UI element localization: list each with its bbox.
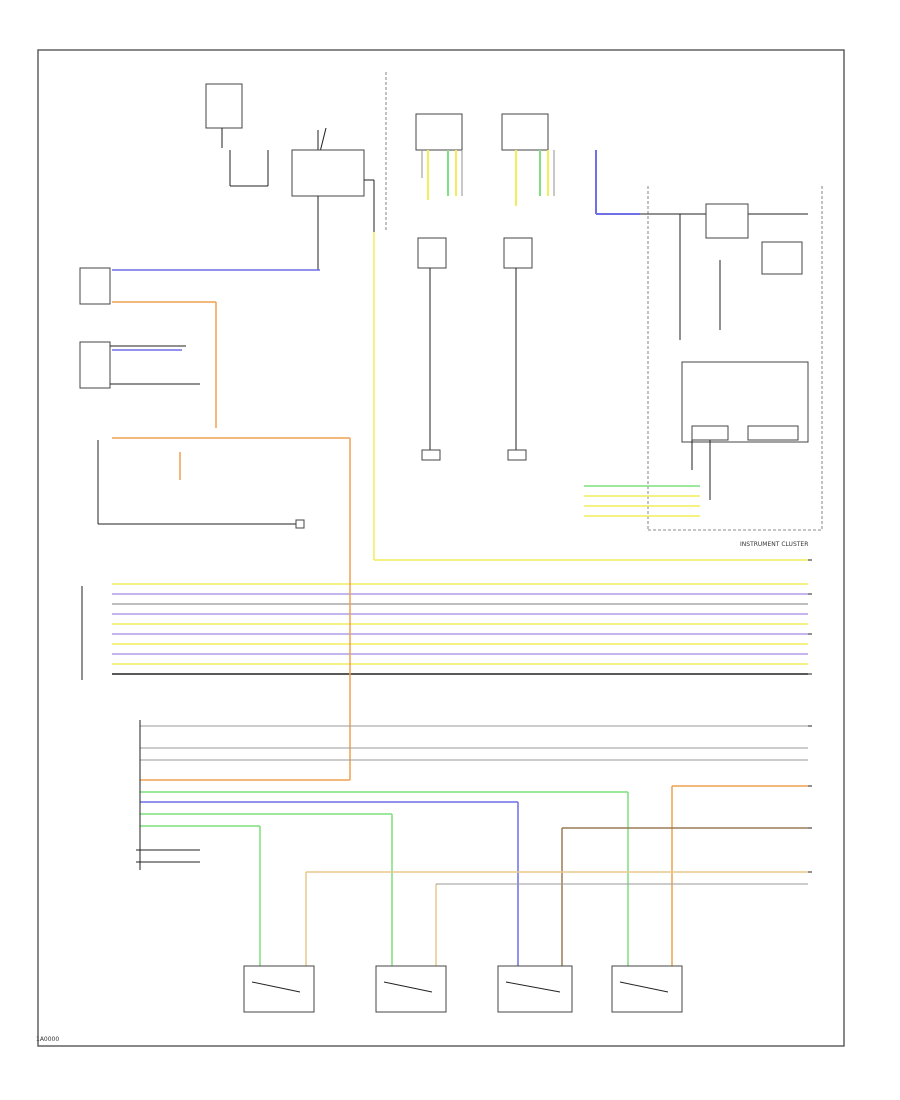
- seat-heater-module-left: [415, 113, 463, 461]
- instrument-cluster-label: INSTRUMENT CLUSTER: [740, 541, 808, 548]
- right-edge-terminals: [808, 559, 812, 873]
- seat-heater-element-2: [375, 965, 447, 1013]
- seat-heater-element-4: [611, 965, 683, 1013]
- wire-bundle-main: [112, 232, 808, 780]
- seat-heater-element-3: [497, 965, 573, 1013]
- instrument-cluster-region: [595, 150, 823, 531]
- diagram-frame: [37, 49, 845, 1047]
- seat-heater-element-1: [243, 965, 315, 1013]
- cluster-connector-wires: [584, 485, 700, 517]
- footer-stamp: 1A0000: [36, 1036, 60, 1043]
- wire-bundle-lower: [140, 725, 808, 966]
- lower-left-connector: [136, 720, 200, 870]
- seat-heater-module-right: [501, 113, 555, 461]
- left-switch-blocks: [79, 267, 305, 680]
- top-left-relay-group: [205, 83, 375, 270]
